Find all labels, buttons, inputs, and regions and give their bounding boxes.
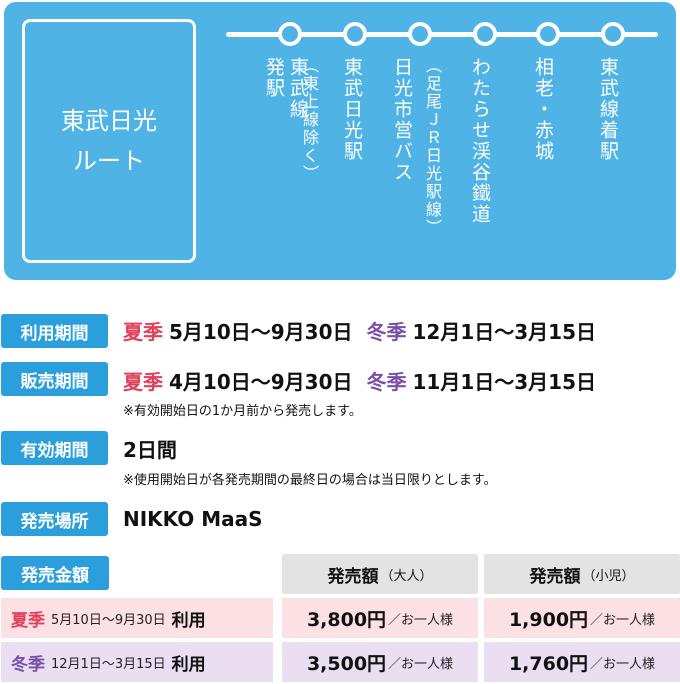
station-dot-6 bbox=[278, 22, 302, 46]
price-header-adult-sub: （大人） bbox=[380, 568, 433, 584]
sales-period-label: 販売期間 bbox=[1, 362, 108, 396]
usage-period-label: 利用期間 bbox=[1, 314, 108, 348]
sales-winter-range: 11月1日〜3月15日 bbox=[412, 370, 597, 394]
station-label-tobu-nikko: 東武日光駅 bbox=[341, 57, 363, 162]
station-label-ashio-note: （足尾ＪＲ日光駅線） bbox=[423, 57, 442, 237]
price-summer-adult: 3,800円 ／お一人様 bbox=[282, 598, 478, 638]
usage-period-value: 夏季 5月10日〜9月30日 冬季 12月1日〜3月15日 bbox=[123, 316, 596, 345]
station-label-destination: 東武線着駅 bbox=[597, 57, 619, 162]
valid-period-label: 有効期間 bbox=[1, 431, 108, 465]
route-line bbox=[226, 32, 658, 37]
price-summer-child-amount: 1,900円 bbox=[508, 608, 589, 631]
station-dot-5 bbox=[343, 22, 367, 46]
station-label-origin: 東武線 発駅 bbox=[263, 57, 309, 120]
usage-summer-range: 5月10日〜9月30日 bbox=[169, 320, 353, 344]
price-summer-child-unit: ／お一人様 bbox=[590, 612, 656, 628]
station-dot-2 bbox=[536, 22, 560, 46]
usage-winter-range: 12月1日〜3月15日 bbox=[412, 320, 597, 344]
station-label-watarase: わたらせ渓谷鐵道 bbox=[469, 57, 491, 225]
price-winter-adult-amount: 3,500円 bbox=[306, 652, 387, 675]
sales-location-label: 発売場所 bbox=[1, 502, 108, 536]
usage-summer-label: 夏季 bbox=[123, 320, 163, 344]
station-dot-3 bbox=[473, 22, 497, 46]
price-winter-child-unit: ／お一人様 bbox=[590, 656, 656, 672]
valid-period-days: 2日間 bbox=[123, 438, 177, 462]
usage-winter-label: 冬季 bbox=[366, 320, 407, 344]
station-label-aioi-akagi: 相老・赤城 bbox=[532, 57, 554, 162]
price-row-winter-label: 冬季 12月1日〜3月15日 利用 bbox=[1, 642, 273, 682]
price-winter-adult-unit: ／お一人様 bbox=[388, 656, 454, 672]
route-name: 東武日光 ルート bbox=[61, 107, 157, 175]
sales-location-value: NIKKO MaaS bbox=[123, 507, 263, 531]
price-winter-use: 利用 bbox=[171, 654, 206, 675]
sales-summer-label: 夏季 bbox=[123, 370, 163, 394]
price-summer-adult-unit: ／お一人様 bbox=[388, 612, 454, 628]
price-row-summer-label: 夏季 5月10日〜9月30日 利用 bbox=[1, 598, 273, 638]
sales-summer-range: 4月10日〜9月30日 bbox=[169, 370, 353, 394]
sales-period-value: 夏季 4月10日〜9月30日 冬季 11月1日〜3月15日 bbox=[123, 366, 596, 395]
valid-period-note: ※使用開始日が各発売期間の最終日の場合は当日限りとします。 bbox=[123, 473, 497, 488]
sales-location-name: NIKKO MaaS bbox=[123, 507, 263, 531]
price-winter-season: 冬季 bbox=[11, 654, 45, 675]
price-winter-child: 1,760円 ／お一人様 bbox=[484, 642, 680, 682]
price-summer-adult-amount: 3,800円 bbox=[306, 608, 387, 631]
station-label-tojo-note: （東上線除く） bbox=[300, 57, 319, 183]
station-label-nikko-bus: 日光市営バス bbox=[391, 57, 413, 183]
price-header-child-sub: （小児） bbox=[582, 568, 635, 584]
station-dot-1 bbox=[601, 22, 625, 46]
price-summer-season: 夏季 bbox=[11, 610, 45, 631]
price-header-adult-title: 発売額 bbox=[327, 566, 379, 587]
price-header-adult: 発売額 （大人） bbox=[282, 554, 478, 594]
route-name-box: 東武日光 ルート bbox=[22, 19, 196, 263]
price-header-child: 発売額 （小児） bbox=[484, 554, 680, 594]
price-summer-use: 利用 bbox=[171, 610, 206, 631]
price-header-child-title: 発売額 bbox=[529, 566, 581, 587]
valid-period-value: 2日間 bbox=[123, 434, 177, 463]
route-panel: 東武日光 ルート 東武線着駅 相老・赤城 わたらせ渓谷鐵道 （足尾ＪＲ日光駅線）… bbox=[4, 2, 676, 280]
station-dot-4 bbox=[408, 22, 432, 46]
sales-winter-label: 冬季 bbox=[366, 370, 407, 394]
price-summer-child: 1,900円 ／お一人様 bbox=[484, 598, 680, 638]
price-winter-child-amount: 1,760円 bbox=[508, 652, 589, 675]
sales-period-note: ※有効開始日の1か月前から発売します。 bbox=[123, 404, 362, 419]
price-winter-range: 12月1日〜3月15日 bbox=[51, 656, 166, 672]
price-summer-range: 5月10日〜9月30日 bbox=[51, 612, 166, 628]
price-winter-adult: 3,500円 ／お一人様 bbox=[282, 642, 478, 682]
price-label: 発売金額 bbox=[1, 556, 109, 590]
